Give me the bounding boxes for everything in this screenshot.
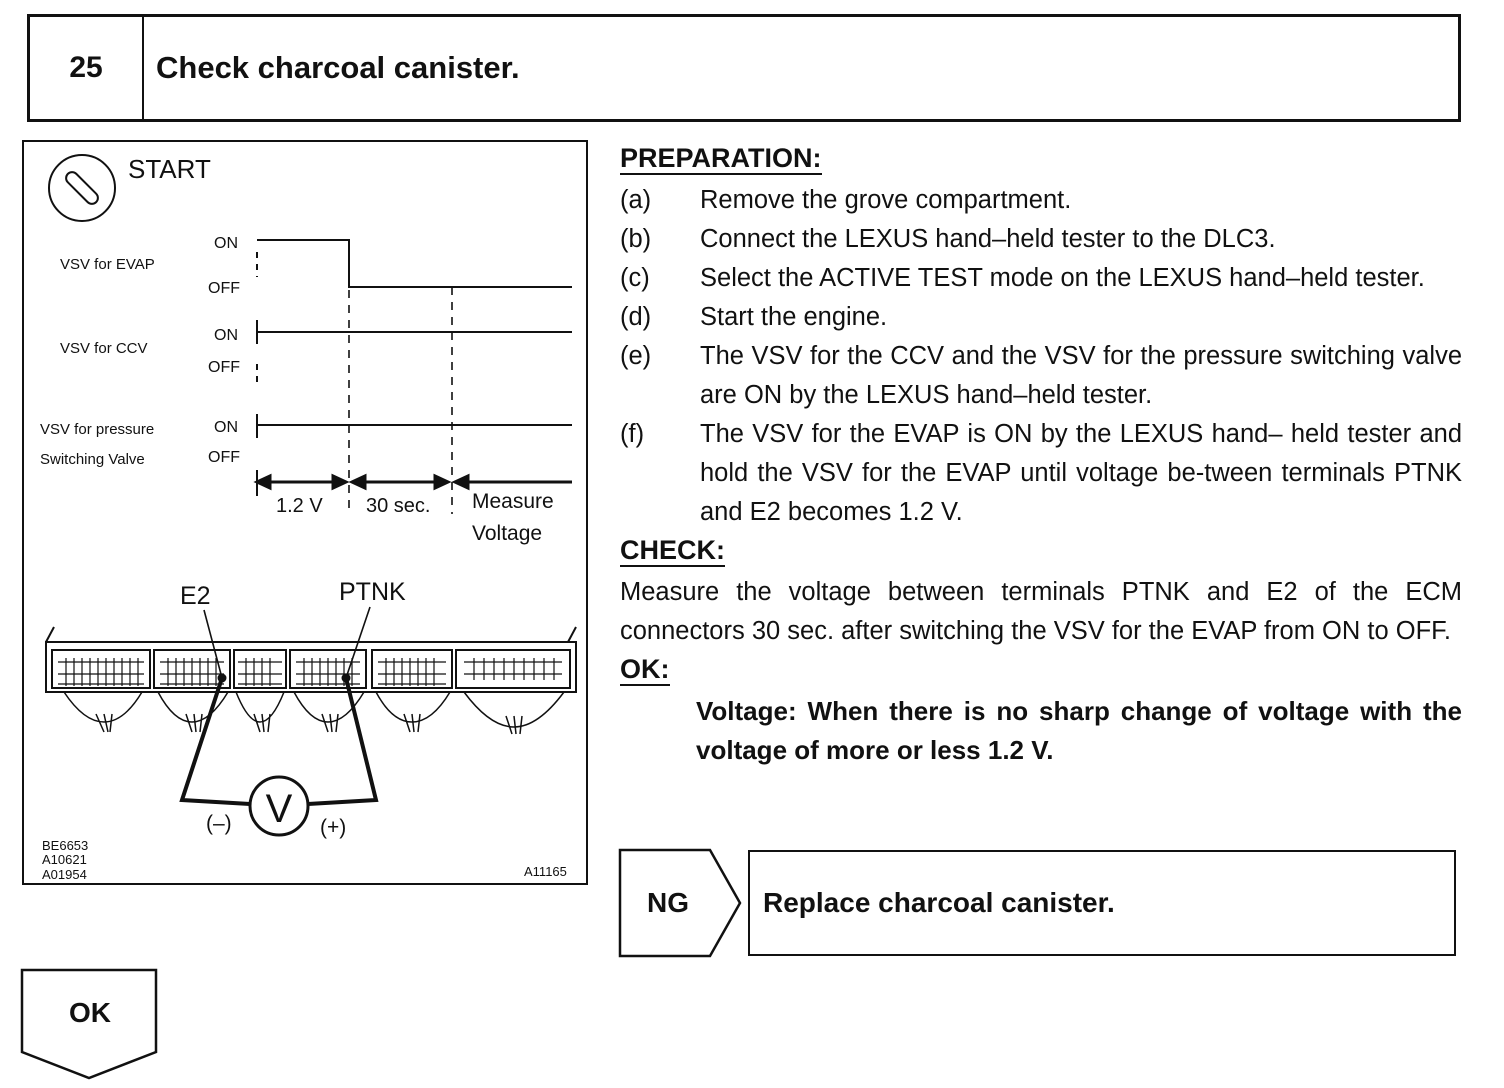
ng-action-text: Replace charcoal canister. xyxy=(763,887,1115,918)
figure-code-3: A01954 xyxy=(42,867,87,882)
signal-evap-off: OFF xyxy=(208,280,240,297)
ok-criteria-text: Voltage: When there is no sharp change o… xyxy=(696,696,1462,765)
signal-evap-on: ON xyxy=(214,235,238,252)
ok-heading: OK: xyxy=(620,654,670,686)
step-e: (e) The VSV for the CCV and the VSV for … xyxy=(620,337,1462,415)
timing-and-connector-figure: START VSV for EVAP ON OFF VSV for CCV ON… xyxy=(22,140,588,885)
voltmeter-symbol: V xyxy=(266,787,293,831)
figure-code-2: A10621 xyxy=(42,852,87,867)
step-label: (a) xyxy=(620,186,652,214)
step-b: (b) Connect the LEXUS hand–held tester t… xyxy=(620,220,1462,259)
start-label: START xyxy=(128,154,211,184)
ng-label: NG xyxy=(647,887,689,918)
step-label: (d) xyxy=(620,303,652,331)
ok-label: OK xyxy=(69,997,111,1028)
signal-evap-label: VSV for EVAP xyxy=(60,256,155,273)
measure-label-1: Measure xyxy=(472,490,554,513)
step-label: (b) xyxy=(620,225,652,253)
measure-label-2: Voltage xyxy=(472,522,542,545)
step-c: (c) Select the ACTIVE TEST mode on the L… xyxy=(620,259,1462,298)
step-label: (c) xyxy=(620,264,650,292)
step-a: (a) Remove the grove compartment. xyxy=(620,181,1462,220)
signal-pressure-label-1: VSV for pressure xyxy=(40,421,154,438)
step-title: Check charcoal canister. xyxy=(156,50,520,85)
step-text: Start the engine. xyxy=(700,303,888,331)
voltmeter-icon xyxy=(248,775,310,837)
waveform-evap xyxy=(257,239,572,288)
probe-wiring xyxy=(179,606,379,806)
ng-action-box: Replace charcoal canister. xyxy=(748,850,1456,956)
step-label: (e) xyxy=(620,342,652,370)
signal-pressure-label-2: Switching Valve xyxy=(40,451,145,468)
timing-markers xyxy=(348,287,453,514)
step-header: 25 Check charcoal canister. xyxy=(27,14,1461,122)
interval-voltage-label: 1.2 V xyxy=(276,495,323,517)
signal-pressure-on: ON xyxy=(214,419,238,436)
preparation-heading: PREPARATION: xyxy=(620,143,822,175)
check-heading: CHECK: xyxy=(620,535,725,567)
interval-time-label: 30 sec. xyxy=(366,495,430,517)
terminal-ptnk-label: PTNK xyxy=(339,578,406,606)
step-label: (f) xyxy=(620,420,645,448)
signal-ccv-off: OFF xyxy=(208,359,240,376)
step-text: The VSV for the EVAP is ON by the LEXUS … xyxy=(700,420,1462,526)
step-text: Remove the grove compartment. xyxy=(700,186,1072,214)
figure-code-1: BE6653 xyxy=(42,838,88,853)
ecm-connector xyxy=(45,626,577,693)
ignition-start-icon xyxy=(48,154,116,222)
preparation-steps: (a) Remove the grove compartment. (b) Co… xyxy=(620,181,1462,532)
signal-ccv-on: ON xyxy=(214,327,238,344)
probe-plus-label: (+) xyxy=(320,816,346,839)
interval-arrows xyxy=(253,470,572,496)
ok-arrow-shape xyxy=(20,968,158,1080)
wire-harness xyxy=(63,691,565,735)
connector-pins xyxy=(58,658,562,686)
ng-arrow-shape xyxy=(618,848,742,958)
step-d: (d) Start the engine. xyxy=(620,298,1462,337)
waveforms xyxy=(256,239,572,438)
procedure-text: PREPARATION: (a) Remove the grove compar… xyxy=(620,140,1462,770)
signal-pressure-off: OFF xyxy=(208,449,240,466)
check-text: Measure the voltage between terminals PT… xyxy=(620,578,1462,645)
figure-id: A11165 xyxy=(524,864,567,879)
signal-ccv-label: VSV for CCV xyxy=(60,340,148,357)
probe-minus-label: (–) xyxy=(206,812,232,835)
step-f: (f) The VSV for the EVAP is ON by the LE… xyxy=(620,415,1462,532)
step-text: Connect the LEXUS hand–held tester to th… xyxy=(700,225,1276,253)
terminal-e2-label: E2 xyxy=(180,582,211,610)
step-number: 25 xyxy=(30,17,144,119)
step-text: The VSV for the CCV and the VSV for the … xyxy=(700,342,1462,409)
figure-drawing: START VSV for EVAP ON OFF VSV for CCV ON… xyxy=(40,154,577,882)
step-text: Select the ACTIVE TEST mode on the LEXUS… xyxy=(700,264,1425,292)
